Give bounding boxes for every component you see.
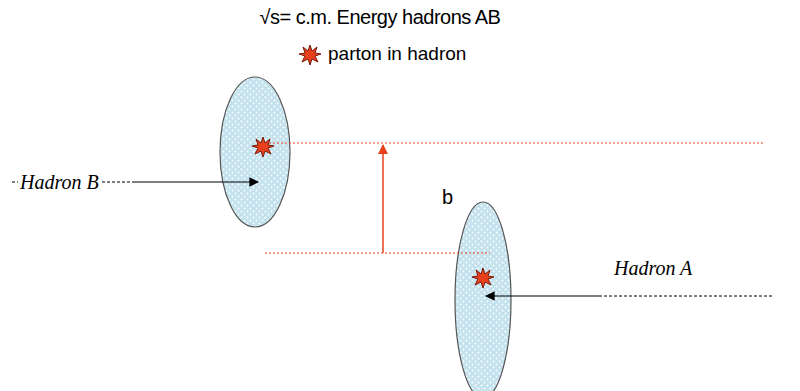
beam-arrow <box>486 295 600 296</box>
legend-text: parton in hadron <box>328 43 466 65</box>
reference-line <box>265 253 490 254</box>
parton-star <box>252 137 274 157</box>
beam-label: Hadron B <box>18 171 101 194</box>
parton-star <box>472 268 494 288</box>
beam-line-dashed <box>600 296 772 297</box>
title: √s= c.m. Energy hadrons AB <box>260 6 501 29</box>
impact-parameter-label: b <box>442 186 453 209</box>
reference-line <box>265 143 765 144</box>
beam-label: Hadron A <box>612 257 694 280</box>
hadron-b-ellipse <box>220 77 290 227</box>
impact-parameter-arrow <box>382 145 384 253</box>
parton-star <box>299 45 321 65</box>
beam-arrow <box>135 181 258 182</box>
